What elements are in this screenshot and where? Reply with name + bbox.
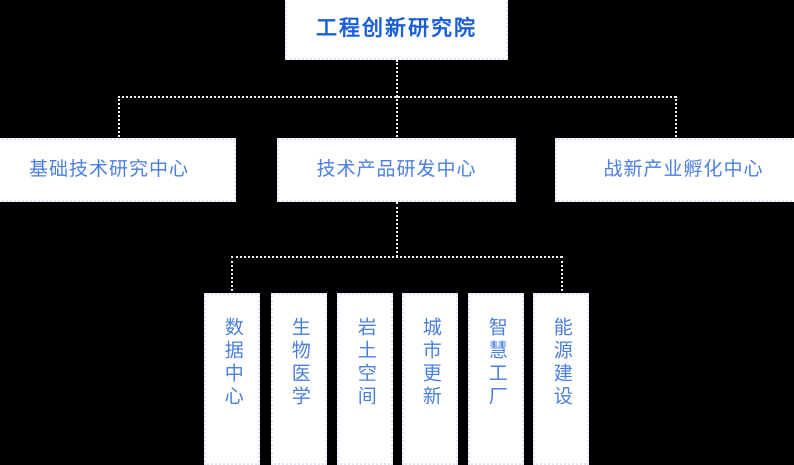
org-node-level2-basic-tech[interactable]: 基础技术研究中心: [0, 138, 236, 202]
org-node-level2-incubation[interactable]: 战新产业孵化中心: [555, 138, 794, 202]
org-node-root[interactable]: 工程创新研究院: [285, 0, 508, 60]
connector-level2-drop-center: [396, 96, 398, 140]
org-node-level2-product-rd[interactable]: 技术产品研发中心: [277, 138, 516, 202]
org-node-level3-energy-construction[interactable]: 能源建设: [533, 293, 589, 465]
org-node-level3-geotech-space[interactable]: 岩土空间: [337, 293, 393, 465]
org-node-level3-label: 生物医学: [288, 317, 311, 409]
org-node-level3-biomedicine[interactable]: 生物医学: [271, 293, 327, 465]
org-node-level2-label: 基础技术研究中心: [28, 158, 189, 181]
connector-root-drop: [396, 60, 398, 97]
org-node-level3-data-center[interactable]: 数据中心: [204, 293, 260, 465]
connector-level3-bus: [231, 256, 562, 258]
connector-level2-drop-right: [675, 96, 677, 140]
org-node-level3-label: 能源建设: [550, 317, 573, 409]
connector-level3-drop-left: [231, 256, 233, 295]
org-node-level3-label: 岩土空间: [354, 317, 377, 409]
connector-level3-drop: [396, 202, 398, 257]
org-node-level2-label: 技术产品研发中心: [316, 158, 477, 181]
org-node-level3-label: 智慧工厂: [485, 317, 508, 409]
org-node-level3-label: 城市更新: [419, 317, 442, 409]
org-node-level3-smart-factory[interactable]: 智慧工厂: [468, 293, 524, 465]
org-node-level3-label: 数据中心: [221, 317, 244, 409]
connector-level2-drop-left: [118, 96, 120, 140]
org-node-level3-urban-renewal[interactable]: 城市更新: [402, 293, 458, 465]
org-node-root-label: 工程创新研究院: [316, 15, 477, 40]
org-node-level2-label: 战新产业孵化中心: [603, 158, 764, 181]
connector-level3-drop-right: [561, 256, 563, 295]
